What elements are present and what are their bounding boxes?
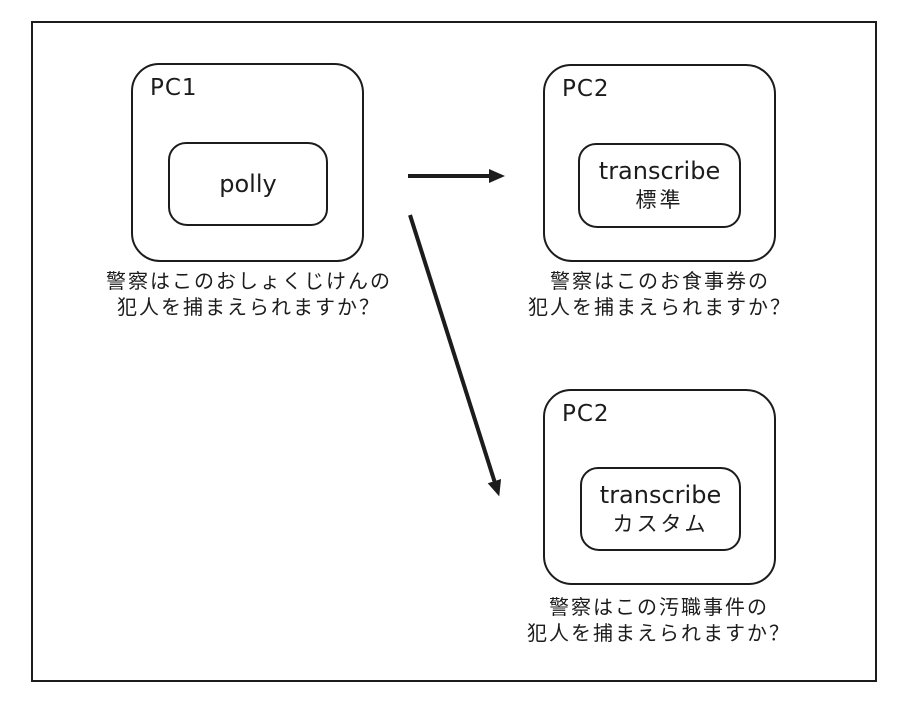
machine-label-pc2-custom: PC2 [562, 401, 610, 427]
process-box-transcribe-standard: transcribe 標準 [578, 143, 741, 228]
node-pc2-custom: PC2 transcribe カスタム [543, 389, 776, 585]
machine-label-pc2-standard: PC2 [562, 76, 610, 102]
machine-label-pc1: PC1 [150, 75, 198, 101]
process-box-polly: polly [168, 142, 328, 226]
process-label-transcribe-standard-line1: transcribe [598, 157, 721, 185]
outer-frame [31, 21, 877, 682]
caption-pc1: 警察はこのおしょくじけんの 犯人を捕まえられますか？ [106, 268, 392, 320]
caption-pc2-standard: 警察はこのお食事券の 犯人を捕まえられますか？ [528, 268, 792, 320]
process-box-transcribe-custom: transcribe カスタム [580, 467, 741, 551]
caption-pc1-line2: 犯人を捕まえられますか？ [117, 295, 381, 319]
process-label-transcribe-standard-line2: 標準 [635, 188, 684, 212]
process-label-transcribe-custom-line2: カスタム [612, 511, 709, 536]
caption-pc2-custom-line2: 犯人を捕まえられますか？ [527, 621, 791, 645]
caption-pc2-custom-line1: 警察はこの汚職事件の [549, 595, 769, 619]
arrow-pc1-to-pc2-custom [408, 214, 502, 497]
caption-pc2-custom: 警察はこの汚職事件の 犯人を捕まえられますか？ [527, 594, 791, 646]
node-pc1: PC1 polly [131, 63, 364, 262]
process-label-polly: polly [219, 169, 277, 198]
process-label-transcribe-custom-line1: transcribe [599, 480, 722, 509]
caption-pc2-standard-line2: 犯人を捕まえられますか？ [528, 295, 792, 319]
caption-pc1-line1: 警察はこのおしょくじけんの [106, 269, 392, 293]
caption-pc2-standard-line1: 警察はこのお食事券の [550, 269, 770, 293]
node-pc2-standard: PC2 transcribe 標準 [543, 64, 776, 262]
